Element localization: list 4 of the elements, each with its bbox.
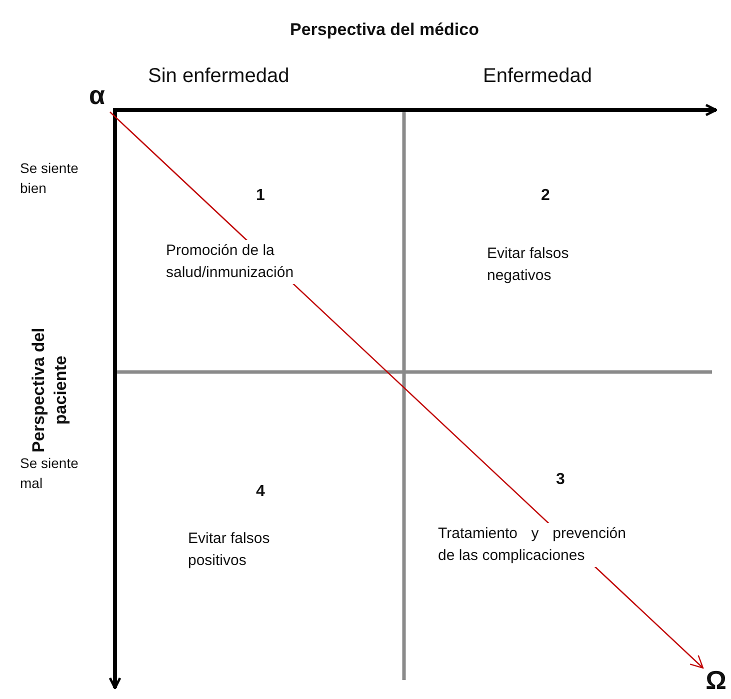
quadrant-text: Tratamiento y prevención de las complicaciones [438,523,626,566]
axis-title: Perspectiva del paciente [28,326,71,454]
greek-letter: α [86,80,108,110]
greek-letter: Ω [703,664,729,696]
